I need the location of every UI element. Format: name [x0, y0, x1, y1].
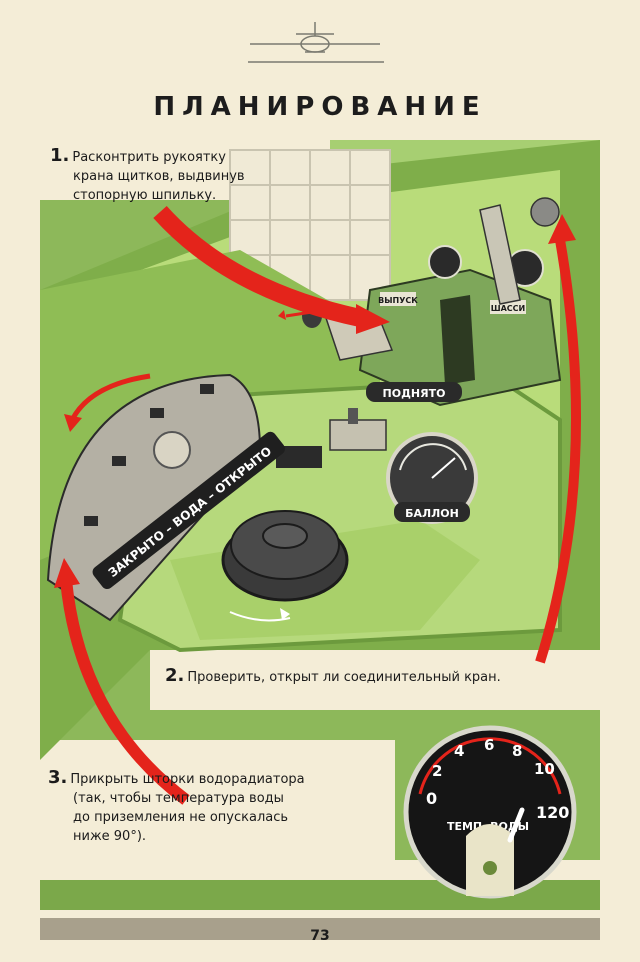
page-number: 73: [310, 928, 330, 944]
chassis-lever: [479, 204, 521, 305]
gauge-number-0: 0: [426, 789, 437, 808]
balloon-label: БАЛЛОН: [405, 507, 459, 520]
step-1-line-3: стопорную шпильку.: [73, 188, 217, 203]
fuel-cap: [221, 510, 349, 622]
lever-plate-left: ВЫПУСК: [378, 296, 418, 305]
raised-plate: ПОДНЯТО: [366, 382, 462, 402]
raised-label: ПОДНЯТО: [383, 387, 446, 400]
gauge-number-120: 120: [536, 803, 569, 822]
lever-plate-right: ШАССИ: [491, 304, 526, 313]
gauge-number-6: 6: [484, 736, 494, 754]
instruction-step-2: 2.Проверить, открыт ли соединительный кр…: [165, 666, 585, 687]
step-1-line-1: Расконтрить рукоятку: [72, 150, 226, 165]
step-3-line-4: ниже 90°).: [73, 829, 147, 844]
step-2-line-1: Проверить, открыт ли соединительный кран…: [187, 670, 501, 685]
instruction-step-1: 1.Расконтрить рукоятку крана щитков, выд…: [50, 146, 310, 205]
water-temp-gauge: 0 2 4 6 8 10 120 ТЕМП. ВОДЫ: [403, 725, 577, 899]
step-1-line-2: крана щитков, выдвинув: [73, 169, 245, 184]
arrow-to-flap-lever: [153, 205, 390, 334]
page-title: ПЛАНИРОВАНИЕ: [153, 92, 487, 122]
gauge-number-4: 4: [454, 742, 464, 760]
instruction-step-3: 3.Прикрыть шторки водорадиатора (так, чт…: [48, 768, 378, 846]
gauge-number-8: 8: [512, 742, 522, 760]
gauge-number-2: 2: [432, 762, 442, 780]
step-3-line-2: (так, чтобы температура воды: [73, 791, 284, 806]
flap-lever-housing: ВЫПУСК ШАССИ: [302, 197, 562, 407]
step-number-2: 2.: [165, 665, 185, 686]
shutter-control-dome: [46, 373, 262, 622]
airplane-icon: [248, 22, 384, 63]
balloon-plate: БАЛЛОН: [394, 502, 470, 522]
gauge-needle: [507, 807, 525, 843]
arrow-lever-direction: [278, 310, 313, 320]
step-3-line-1: Прикрыть шторки водорадиатора: [70, 772, 305, 787]
arrow-to-shutters: [54, 558, 190, 805]
valve-switch: [329, 408, 387, 451]
step-3-line-3: до приземления не опускалась: [73, 810, 289, 825]
arrow-to-crossfeed-valve: [535, 214, 581, 664]
gauge-number-10: 10: [534, 760, 555, 778]
step-number-3: 3.: [48, 767, 68, 788]
arrow-shutter-rotation: [64, 373, 151, 432]
step-number-1: 1.: [50, 145, 70, 166]
instrument-grid: [229, 149, 391, 301]
